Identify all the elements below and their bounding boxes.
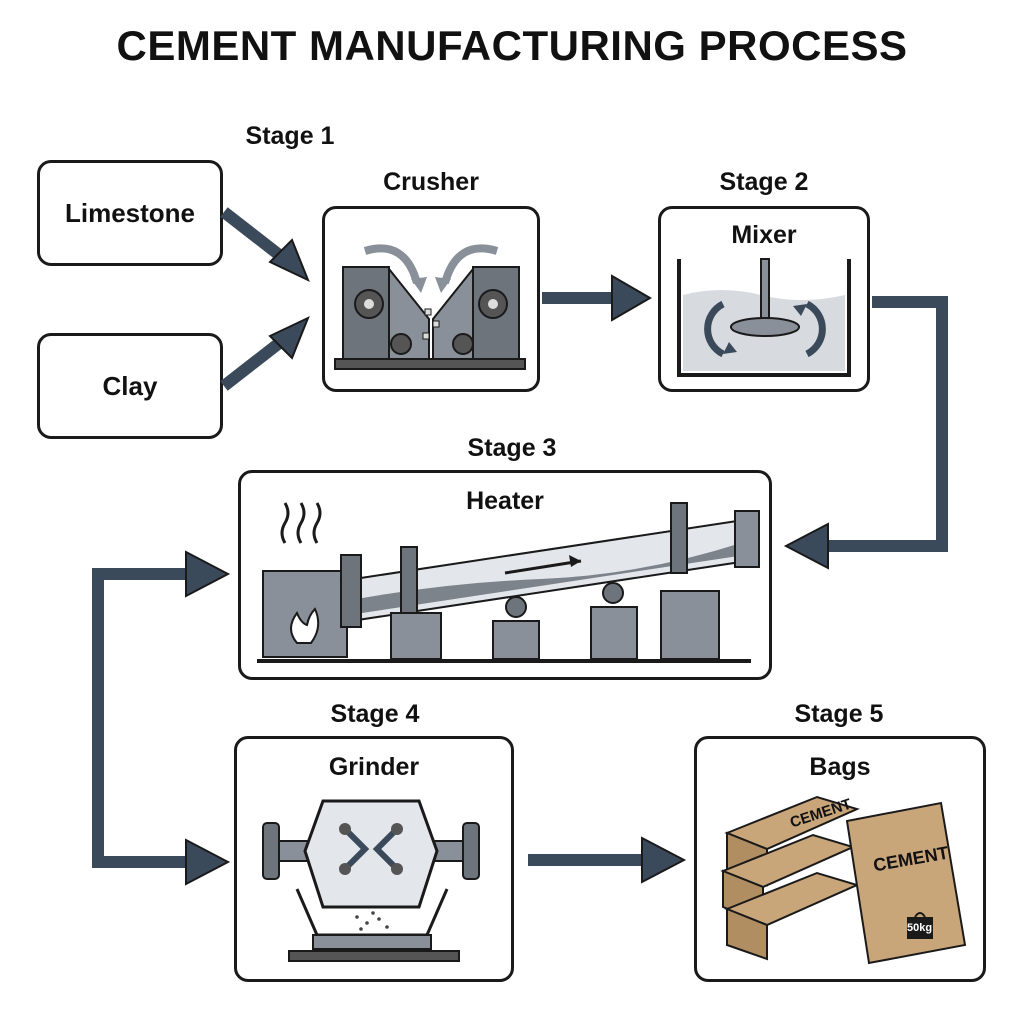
arrow-loop-to-heater [92,568,204,868]
stage-3-label: Stage 3 [467,434,557,462]
limestone-label: Limestone [64,197,196,228]
heater-box: Heater [238,470,772,680]
stage-4-label: Stage 4 [330,700,420,728]
mixer-icon [677,258,851,377]
bags-label: Bags [809,753,871,781]
bag-weight-text: 50kg [907,922,933,934]
diagram-title: CEMENT MANUFACTURING PROCESS [116,22,908,69]
cement-bags-icon [720,795,967,965]
limestone-box: Limestone [37,160,223,266]
arrow-limestone-to-crusher [220,207,300,273]
kiln-icon [257,502,760,663]
crusher-box [322,206,540,392]
crusher-label: Crusher [383,168,479,196]
grinder-label: Grinder [328,753,420,781]
stage-1-label: Stage 1 [245,122,335,150]
mixer-label: Mixer [731,221,797,249]
mixer-box: Mixer [658,206,870,392]
grinder-box: Grinder [234,736,514,982]
crusher-icon [334,244,526,370]
grinder-icon [262,799,480,962]
clay-label: Clay [102,370,158,401]
bags-box: Bags CEMENT CEMENT 50kg [694,736,986,982]
stage-5-label: Stage 5 [794,700,884,728]
stage-2-label: Stage 2 [719,168,809,196]
arrow-clay-to-crusher [220,325,300,391]
heater-label: Heater [466,487,544,515]
clay-box: Clay [37,333,223,439]
